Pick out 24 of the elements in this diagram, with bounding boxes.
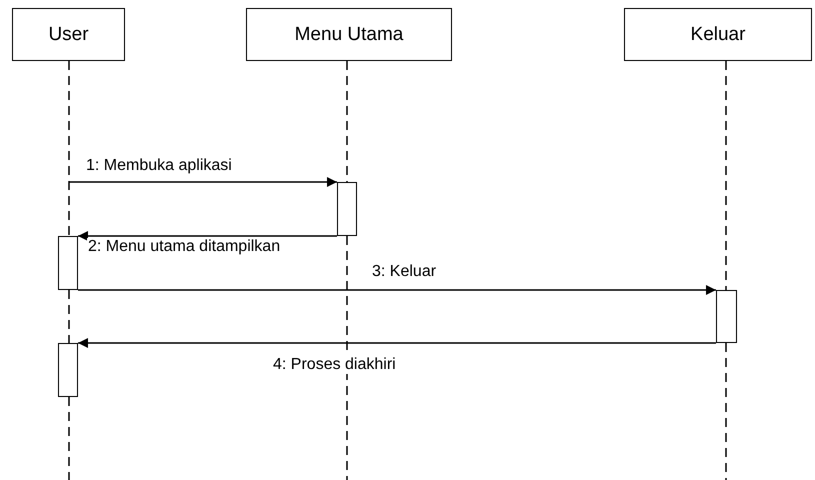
lifeline: [346, 61, 348, 182]
message-arrow: [78, 231, 337, 241]
message-label: 4: Proses diakhiri: [272, 356, 397, 374]
actor-name: User: [48, 24, 89, 46]
lifeline: [68, 397, 70, 480]
message-arrow: [69, 177, 337, 187]
lifeline-header-box: [246, 8, 452, 61]
activation-bar: [58, 236, 78, 290]
actor-name: Keluar: [690, 24, 746, 46]
lifeline: [725, 343, 727, 480]
lifeline-header-box: [12, 8, 125, 61]
lifeline: [725, 61, 727, 290]
lifeline: [68, 61, 70, 236]
actor-name: Menu Utama: [294, 24, 404, 46]
activation-bar: [716, 290, 737, 343]
lifeline-header-box: [624, 8, 812, 61]
message-label: 2: Menu utama ditampilkan: [87, 238, 282, 256]
activation-bar: [58, 343, 78, 397]
message-label: 1: Membuka aplikasi: [85, 157, 233, 175]
lifeline: [346, 236, 348, 480]
activation-bar: [337, 182, 357, 236]
message-arrow: [78, 338, 716, 348]
message-arrow: [78, 285, 716, 295]
lifeline: [68, 290, 70, 343]
